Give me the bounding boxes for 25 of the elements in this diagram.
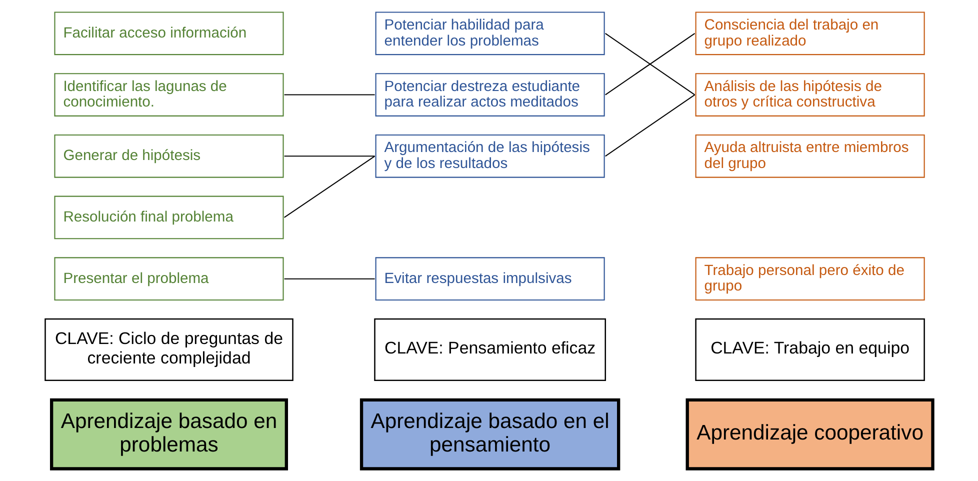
- node-box: Potenciar destreza estudiante para realizar actos meditados: [375, 73, 605, 116]
- connector: [284, 278, 375, 280]
- connector: [605, 94, 696, 157]
- node-box: Aprendizaje cooperativo: [686, 398, 934, 470]
- node-box: CLAVE: Pensamiento eficaz: [374, 318, 606, 382]
- node-box: Resolución final problema: [54, 196, 284, 240]
- node-box: Trabajo personal pero éxito de grupo: [695, 257, 925, 301]
- node-box: Identificar las lagunas de conocimiento.: [54, 73, 284, 116]
- node-box: Consciencia del trabajo en grupo realizado: [695, 12, 925, 56]
- node-box: Potenciar habilidad para entender los problemas: [375, 12, 605, 56]
- node-box: Facilitar acceso información: [54, 12, 284, 56]
- node-box: Análisis de las hipótesis de otros y crítica constructiva: [695, 73, 925, 116]
- connector: [284, 94, 375, 96]
- node-box: Generar de hipótesis: [54, 134, 284, 178]
- node-box: Aprendizaje basado en el pensamiento: [360, 398, 620, 470]
- node-box: Argumentación de las hipótesis y de los resultados: [375, 134, 605, 178]
- node-box: CLAVE: Ciclo de preguntas de creciente complejidad: [44, 318, 294, 382]
- connector: [605, 32, 696, 96]
- node-box: Ayuda altruista entre miembros del grupo: [695, 134, 925, 178]
- node-box: Presentar el problema: [54, 257, 284, 301]
- node-box: CLAVE: Trabajo en equipo: [695, 318, 925, 382]
- node-box: Evitar respuestas impulsivas: [375, 257, 605, 301]
- connector: [284, 156, 375, 157]
- connector: [284, 156, 376, 218]
- node-box: Aprendizaje basado en problemas: [50, 398, 288, 470]
